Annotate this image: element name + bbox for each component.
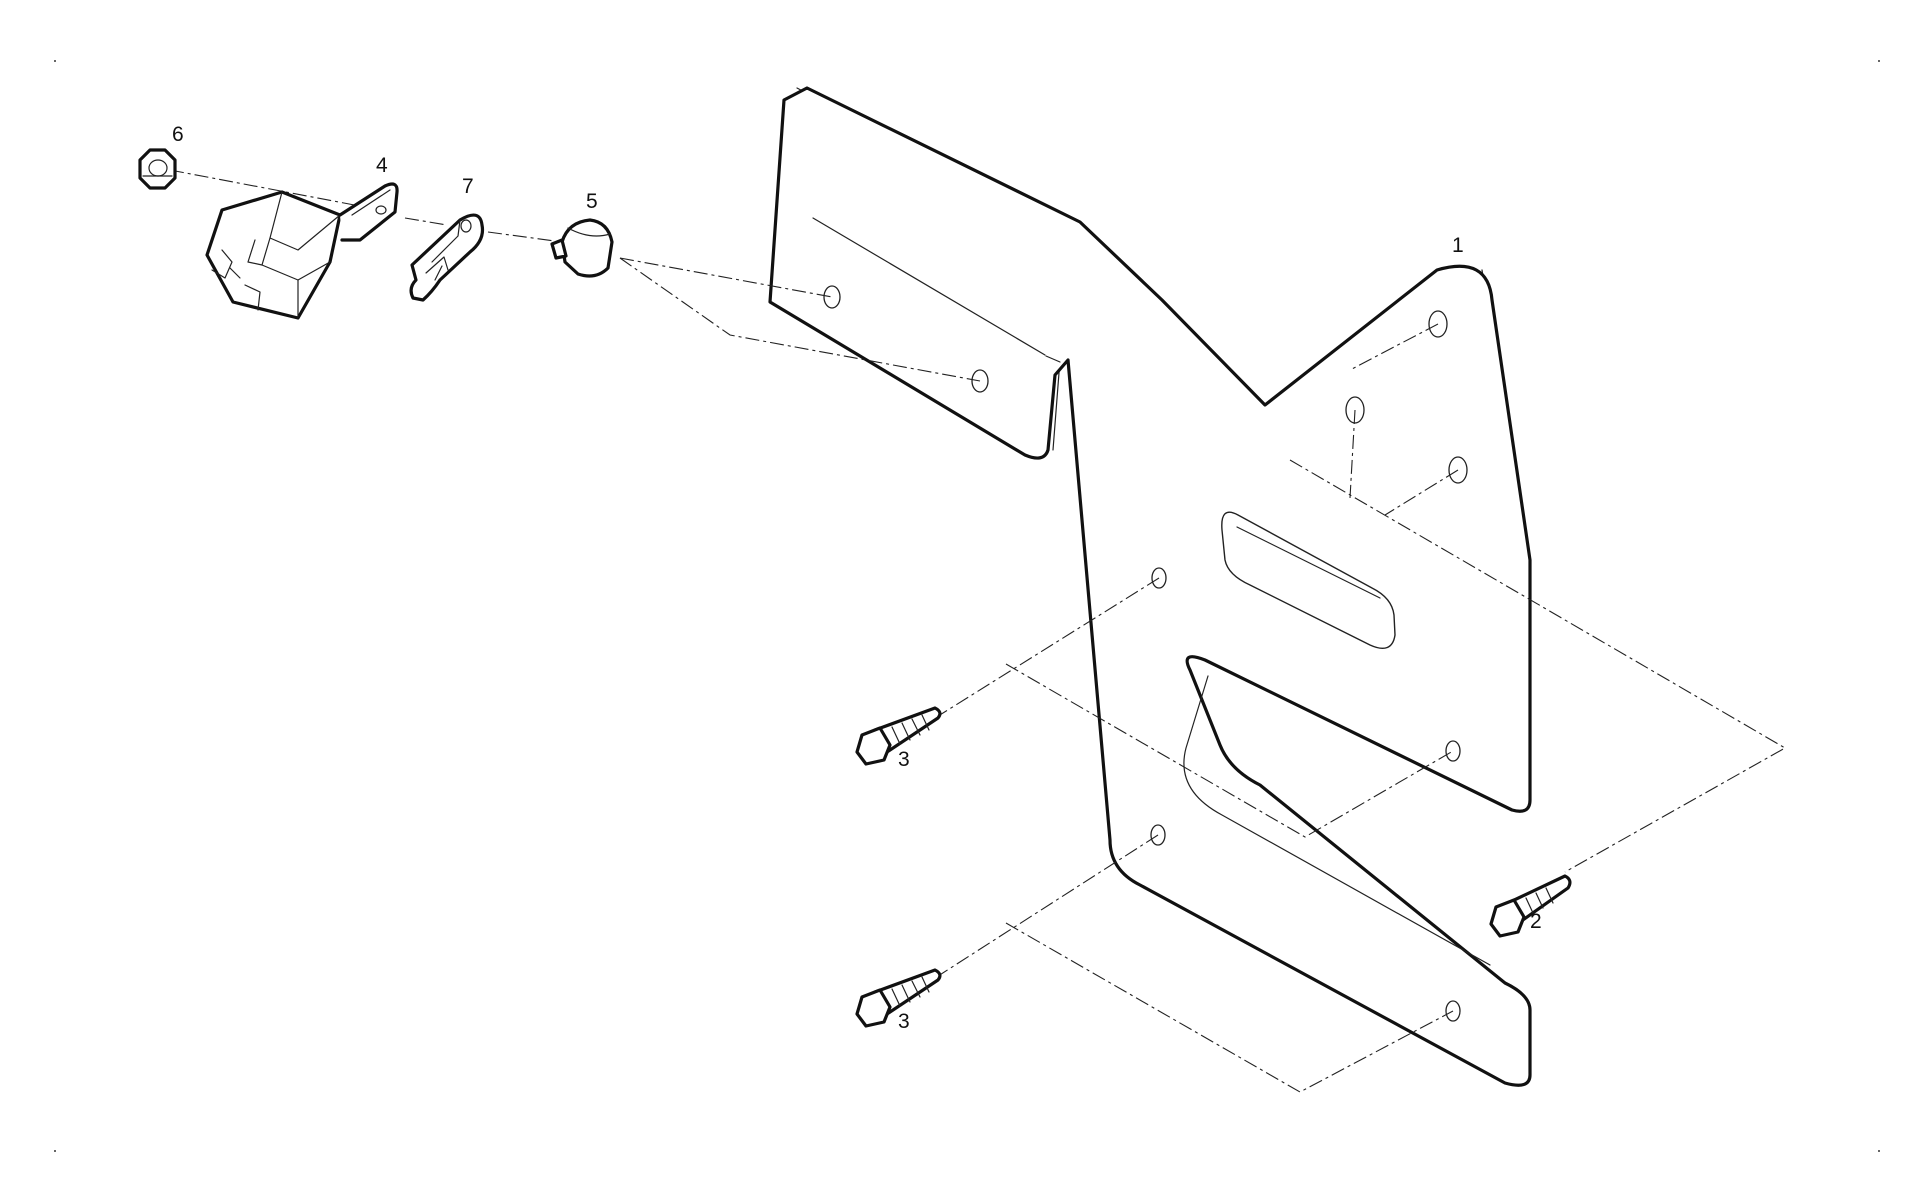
nut-part-6 — [138, 148, 177, 190]
callout-1: 1 — [1452, 234, 1464, 257]
bolt-part-3-upper — [855, 706, 942, 766]
bolt-part-2 — [1489, 874, 1572, 938]
clip-part-7 — [409, 213, 485, 302]
callout-7: 7 — [462, 175, 474, 198]
callout-6: 6 — [172, 123, 184, 146]
callout-4: 4 — [376, 154, 388, 177]
rubber-mount-part-5 — [550, 218, 614, 278]
callout-3-lower: 3 — [898, 1010, 910, 1033]
bolt-part-3-lower — [855, 968, 942, 1028]
assembly-centerlines — [169, 169, 1787, 1093]
callout-5: 5 — [586, 190, 598, 213]
callout-2: 2 — [1530, 910, 1542, 933]
callout-3-upper: 3 — [898, 748, 910, 771]
bracket-part-1 — [768, 86, 1532, 1087]
relay-part-4 — [205, 182, 399, 320]
corner-marks — [54, 60, 1880, 1152]
